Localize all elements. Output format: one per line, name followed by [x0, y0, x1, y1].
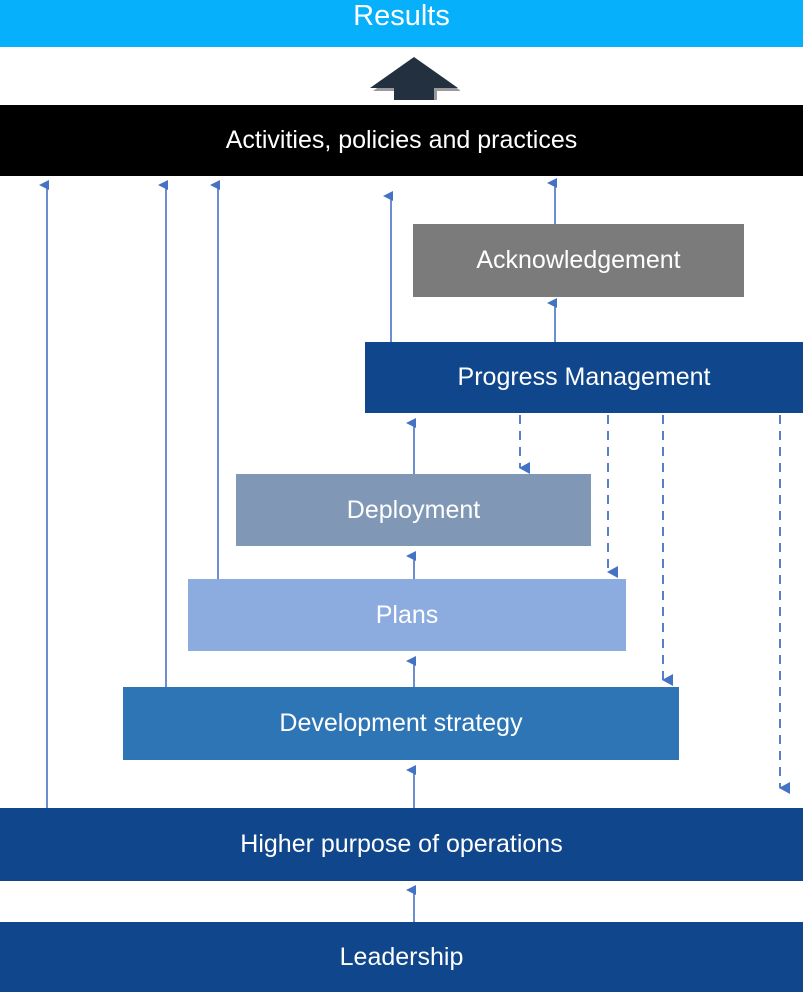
band-activities: Activities, policies and practices	[0, 105, 803, 176]
band-higher-purpose: Higher purpose of operations	[0, 808, 803, 881]
box-deployment-label: Deployment	[346, 495, 481, 524]
band-leadership-label: Leadership	[339, 942, 464, 971]
box-development-strategy-label: Development strategy	[279, 709, 523, 737]
main-up-arrow	[368, 55, 461, 103]
band-higher-purpose-label: Higher purpose of operations	[240, 830, 563, 858]
band-activities-label: Activities, policies and practices	[225, 126, 578, 154]
band-leadership: Leadership	[0, 922, 803, 992]
box-development-strategy: Development strategy	[123, 687, 679, 760]
band-results: Results	[0, 0, 803, 47]
box-progress-management-label: Progress Management	[457, 363, 711, 391]
box-plans: Plans	[188, 579, 626, 651]
box-acknowledgement-label: Acknowledgement	[476, 246, 681, 274]
box-deployment: Deployment	[236, 474, 591, 546]
box-plans-label: Plans	[375, 600, 439, 629]
band-results-label: Results	[353, 0, 450, 32]
box-acknowledgement: Acknowledgement	[413, 224, 744, 297]
box-progress-management: Progress Management	[365, 342, 803, 413]
